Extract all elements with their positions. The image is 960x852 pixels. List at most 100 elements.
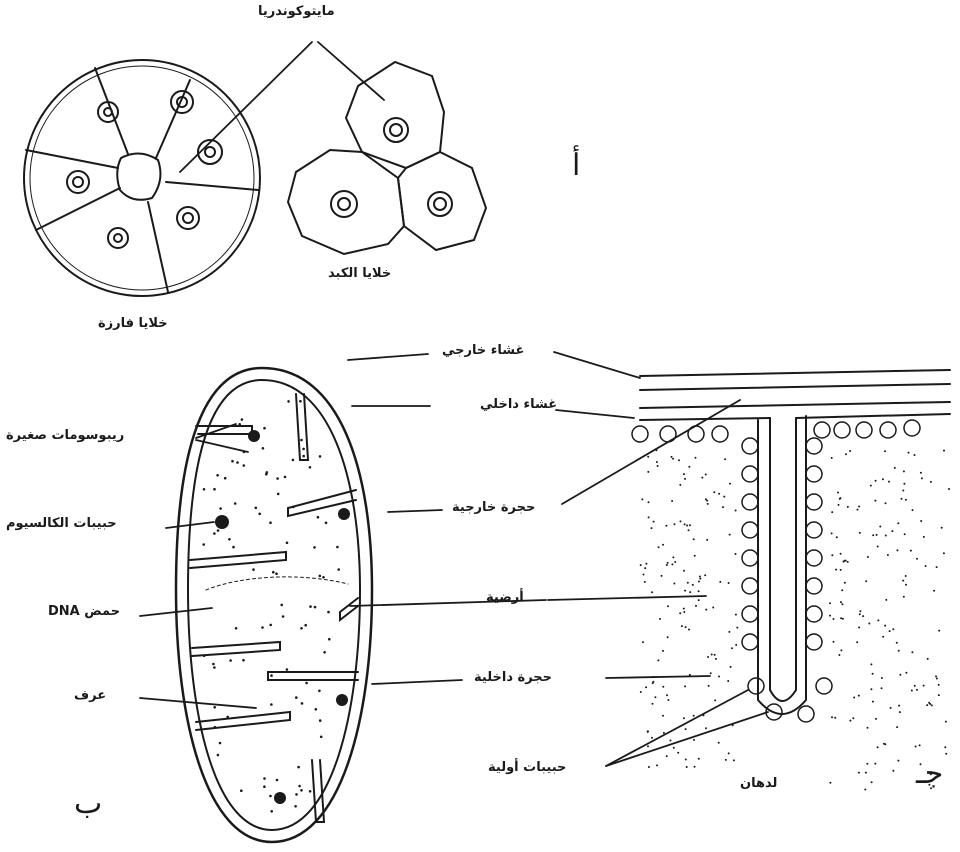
stipple-dot: [704, 574, 706, 576]
stipple-dot: [670, 740, 672, 742]
stipple-dot: [228, 538, 231, 541]
stipple-dot: [894, 467, 896, 469]
stipple-dot: [315, 708, 318, 711]
stipple-dot: [235, 627, 238, 630]
stipple-dot: [302, 455, 305, 458]
stipple-dot: [945, 721, 947, 723]
stipple-dot: [643, 574, 645, 576]
stipple-dot: [653, 521, 655, 523]
stipple-dot: [905, 672, 907, 674]
stipple-dot: [667, 636, 669, 638]
stipple-dot: [313, 546, 316, 549]
stipple-dot: [845, 453, 847, 455]
stipple-dot: [914, 454, 916, 456]
stipple-dot: [302, 448, 305, 451]
stipple-dot: [885, 535, 887, 537]
stipple-dot: [836, 536, 838, 538]
stipple-dot: [718, 676, 720, 678]
stipple-dot: [707, 656, 709, 658]
stipple-dot: [838, 504, 840, 506]
stipple-dot: [276, 779, 279, 782]
stipple-dot: [870, 485, 872, 487]
stipple-dot: [718, 493, 720, 495]
membrane-crista-drawing: [640, 370, 950, 714]
stipple-dot: [648, 501, 650, 503]
stipple-dot: [213, 488, 216, 491]
stipple-dot: [858, 695, 860, 697]
stipple-dot: [698, 590, 700, 592]
stipple-dot: [663, 732, 665, 734]
stipple-dot: [686, 766, 688, 768]
stipple-dot: [835, 569, 837, 571]
stipple-dot: [859, 610, 861, 612]
stipple-dot: [327, 611, 330, 614]
stipple-dot: [729, 534, 731, 536]
stipple-dot: [680, 520, 682, 522]
stipple-dots: [202, 400, 950, 813]
stipple-dot: [862, 615, 864, 617]
stipple-dot: [847, 561, 849, 563]
stipple-dot: [710, 672, 712, 674]
stipple-dot: [730, 666, 732, 668]
stipple-dot: [903, 470, 905, 472]
stipple-dot: [683, 473, 685, 475]
stipple-dot: [711, 654, 713, 656]
stipple-dot: [674, 561, 676, 563]
stipple-dot: [902, 490, 904, 492]
stipple-dot: [844, 582, 846, 584]
stipple-dot: [284, 476, 287, 479]
panel-letter-b: ب: [74, 786, 102, 821]
inner-chamber-label: حجرة داخلية: [474, 670, 552, 685]
stipple-dot: [833, 618, 835, 620]
stipple-dot: [847, 506, 849, 508]
inner-membrane-label: غشاء داخلي: [480, 397, 557, 412]
stipple-dot: [936, 566, 938, 568]
stipple-dot: [679, 612, 681, 614]
stipple-dot: [269, 521, 272, 524]
stipple-dot: [948, 488, 950, 490]
stipple-dot: [840, 601, 842, 603]
stipple-dot: [318, 690, 321, 693]
stipple-dot: [728, 752, 730, 754]
stipple-dot: [829, 602, 831, 604]
stipple-dot: [295, 793, 298, 796]
stipple-dot: [309, 605, 312, 608]
stipple-dot: [920, 472, 922, 474]
stipple-dot: [735, 614, 737, 616]
stipple-dot: [899, 674, 901, 676]
stipple-dot: [884, 450, 886, 452]
stipple-dot: [683, 608, 685, 610]
stipple-dot: [911, 690, 913, 692]
stipple-dot: [657, 465, 659, 467]
stipple-dot: [671, 563, 673, 565]
stipple-dot: [654, 696, 656, 698]
stipple-dot: [644, 581, 646, 583]
stipple-dot: [944, 746, 946, 748]
stipple-dot: [866, 763, 868, 765]
stipple-dot: [943, 450, 945, 452]
stipple-dot: [683, 611, 685, 613]
stipple-dot: [882, 636, 884, 638]
stipple-dot: [651, 737, 653, 739]
stipple-dot: [881, 677, 883, 679]
stipple-dot: [834, 717, 836, 719]
stipple-dot: [945, 753, 947, 755]
stipple-dot: [706, 539, 708, 541]
stipple-dot: [662, 544, 664, 546]
stipple-dot: [672, 556, 674, 558]
stipple-dot: [715, 658, 717, 660]
stipple-dot: [644, 567, 646, 569]
stipple-dot: [831, 554, 833, 556]
stipple-dot: [320, 736, 323, 739]
stipple-dot: [671, 456, 673, 458]
stipple-dot: [877, 546, 879, 548]
stipple-dot: [694, 766, 696, 768]
stipple-dot: [314, 606, 317, 609]
stipple-dot: [694, 555, 696, 557]
stipple-dot: [224, 477, 227, 480]
stipple-dot: [645, 563, 647, 565]
stipple-dot: [885, 502, 887, 504]
stipple-dot: [269, 624, 272, 627]
stipple-dot: [905, 584, 907, 586]
stipple-dot: [899, 711, 901, 713]
